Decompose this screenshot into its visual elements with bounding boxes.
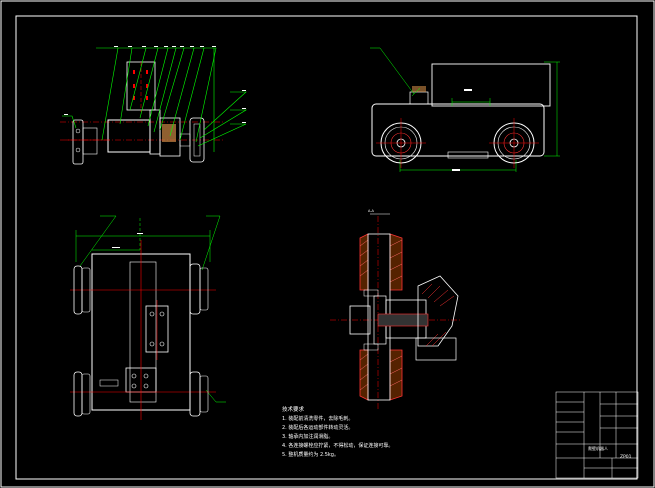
title-block-number: ZP01: [620, 455, 632, 460]
notes-title: 技术要求: [282, 407, 305, 413]
front-left-wheel: [376, 118, 426, 168]
section-view: [330, 213, 462, 410]
title-block-name: 爬壁机器人: [588, 446, 608, 451]
note-item: 3. 轴承内加注润滑脂。: [282, 434, 334, 440]
note-item: 1. 装配前清洗零件，去除毛刺。: [282, 416, 354, 422]
front-right-wheel: [489, 118, 539, 168]
title-block: [555, 391, 639, 479]
inner-border: [15, 15, 638, 480]
technical-notes: 技术要求 1. 装配前清洗零件，去除毛刺。 2. 装配后各运动部件转动灵活。 3…: [282, 406, 393, 460]
front-view: [370, 47, 560, 172]
note-item: 4. 各连接螺栓应拧紧，不得松动，保证连接可靠。: [282, 443, 394, 449]
section-label: A-A: [368, 209, 374, 213]
side-view-left: [60, 46, 248, 165]
note-item: 2. 装配后各运动部件转动灵活。: [282, 425, 354, 431]
top-view: [70, 215, 226, 420]
note-item: 5. 整机质量约为 2.5kg。: [282, 452, 339, 458]
